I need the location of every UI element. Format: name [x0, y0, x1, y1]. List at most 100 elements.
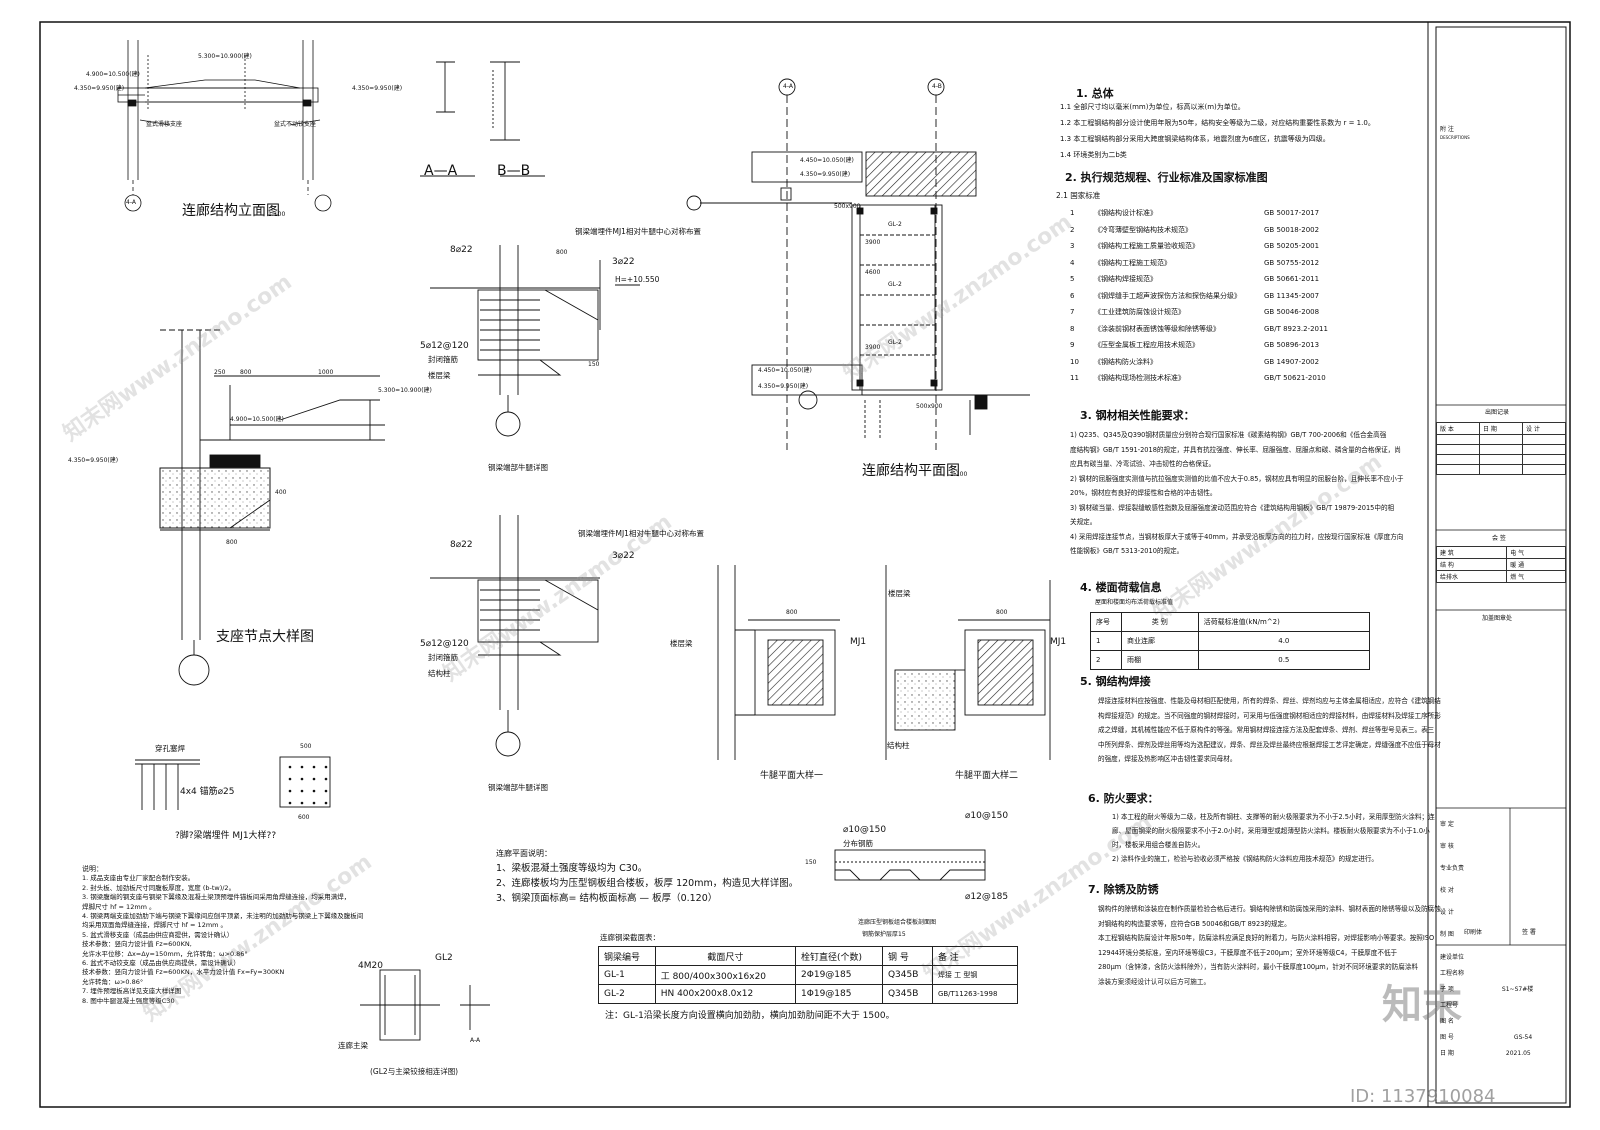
beam-table: 钢梁编号 截面尺寸 栓钉直径(个数) 钢 号 备 注 GL-1 工 800/40… — [598, 946, 1019, 1004]
deck-rebar: ⌀10@150 — [843, 825, 887, 835]
tb-stamp: 加盖图章处 — [1482, 615, 1513, 622]
note-item: 均采用双面角焊缝连接，焊脚尺寸 hf = 12mm 。 — [82, 921, 228, 930]
anchor-label: 4x4 锚筋⌀25 — [180, 787, 235, 797]
spec-text: 1. 总体 1.1 全部尺寸均以毫米(mm)为单位，标高以米(m)为单位。 1.… — [1060, 88, 1410, 161]
left-notes: 说明： 1. 成品支座由专业厂家配合制作安装。 2. 封头板、加劲板尺寸同腹板厚… — [82, 865, 363, 1006]
rebar-label: 3⌀22 — [612, 257, 635, 267]
standard-row: 6《钢焊缝手工超声波探伤方法和探伤结果分级》GB 11345-2007 — [1070, 291, 1319, 301]
plan-title: 连廊结构平面图 — [862, 463, 960, 479]
deck-title: 连廊压型钢板组合楼板剖面图 — [858, 919, 937, 926]
standard-row: 4《钢结构工程施工规范》GB 50755-2012 — [1070, 258, 1319, 268]
beam-label: GL-2 — [888, 339, 902, 346]
note-item: 焊脚尺寸 hf = 12mm 。 — [82, 902, 156, 911]
beam-label: GL-2 — [888, 281, 902, 288]
spec-line: 中所列焊条、焊剂及焊丝用等均为选配建议，焊条、焊丝及焊丝最终应根据焊接工艺评定确… — [1098, 740, 1441, 749]
table-header-row: 序号 类 别 活荷载标准值(kN/m^2) — [1090, 612, 1371, 632]
standard-code: GB 50896-2013 — [1264, 341, 1320, 349]
table-header: 钢 号 — [881, 946, 933, 966]
table-header-row: 版 本 日 期 设 计 — [1436, 422, 1566, 435]
corbel1-title: 牛腿平面大样一 — [760, 771, 824, 781]
title-block-lines — [1436, 404, 1566, 946]
approval-item: 制 图 — [1440, 931, 1454, 938]
standard-code: GB 50046-2008 — [1264, 308, 1320, 316]
standard-no: 8 — [1070, 324, 1075, 333]
load-table-caption: 屋面和楼面均布活荷载标准值 — [1095, 599, 1174, 606]
plug-weld-label: 穿孔塞焊 — [155, 744, 185, 753]
tb-sign-title: 会 签 — [1492, 535, 1506, 542]
table-cell: GL-2 — [598, 984, 656, 1004]
gl2-connection — [360, 969, 490, 1041]
bracket-b-detail — [430, 515, 600, 757]
standard-code: GB 50205-2001 — [1264, 242, 1320, 250]
table-cell: 结 构 — [1435, 558, 1508, 571]
table-cell: Q345B — [881, 984, 933, 1004]
spec-line: 1) Q235、Q345及Q390钢材质量应分别符合现行国家标准《碳素结构钢》G… — [1070, 431, 1387, 439]
tb-date-val: 2021.05 — [1505, 1050, 1531, 1057]
gl2-title: (GL2与主梁铰接相连详图) — [370, 1067, 459, 1076]
spec-line: 度结构钢》GB/T 1591-2018的规定，并具有抗拉强度、伸长率、屈服强度、… — [1070, 445, 1401, 454]
standard-code: GB 50755-2012 — [1264, 258, 1320, 267]
table-header: 钢梁编号 — [598, 946, 656, 966]
standard-no: 4 — [1070, 258, 1075, 267]
approval-list: 审 定 审 核 专业负责 校 对 设 计 制 图 — [1440, 814, 1464, 946]
level-label: 4.350=9.950(建) — [68, 457, 119, 464]
span: 4600 — [865, 269, 881, 276]
plan-notes-title: 连廊平面说明： — [496, 849, 552, 858]
table-cell: 焊接 工 型钢 — [931, 965, 1019, 985]
steel-text: 1) Q235、Q345及Q390钢材质量应分别符合现行国家标准《碳素结构钢》G… — [1070, 428, 1403, 559]
column-label: 结构柱 — [887, 741, 910, 750]
standard-row: 1《钢结构设计标准》GB 50017-2017 — [1070, 208, 1319, 218]
table-cell: 1 — [1090, 631, 1122, 651]
section-heading: 4. 楼面荷载信息 — [1080, 581, 1162, 594]
table-row: GL-2 HN 400x200x8.0x12 1Φ19@185 Q345B GB… — [598, 984, 1019, 1004]
table-cell: 雨棚 — [1121, 650, 1199, 670]
spec-line: 20%，钢材应有良好的焊接性和合格的冲击韧性。 — [1070, 489, 1217, 497]
approval-item: 专业负责 — [1440, 865, 1465, 872]
spec-line: 廊、屋面钢梁的耐火极限要求不小于2.0小时，采用薄型或超薄型防火涂料。楼板耐火极… — [1112, 827, 1430, 835]
weld-text: 焊接连接材料应按强度、性能及母材相匹配使用，所有的焊条、焊丝、焊剂均应与主体金属… — [1098, 694, 1441, 767]
tb-date: 日 期 — [1440, 1050, 1454, 1057]
table-cell: Q345B — [881, 965, 933, 985]
approval-item: 校 对 — [1440, 887, 1454, 894]
watermark-id: ID: 1137910084 — [1350, 1086, 1496, 1107]
fire-text: 1) 本工程的耐火等级为二级，柱及所有钢柱、支撑等的耐火极限要求为不小于2.5小… — [1112, 810, 1435, 866]
spec-line: 1.1 全部尺寸均以毫米(mm)为单位，标高以米(m)为单位。 — [1060, 103, 1245, 111]
spec-line: 3) 钢材碳当量、焊接裂缝敏感性指数及屈服强度波动范围应符合《建筑结构用钢板》G… — [1070, 503, 1395, 512]
elevation-drawing — [117, 40, 332, 212]
table-header: 活荷载标准值(kN/m^2) — [1197, 612, 1371, 632]
level-label: 4.900=10.500(建) — [230, 416, 284, 423]
standard-row: 3《钢结构工程施工质量验收规范》GB 50205-2001 — [1070, 241, 1319, 251]
plan-scale: 1:100 — [950, 471, 968, 478]
table-cell: 2Φ19@185 — [795, 965, 883, 985]
support-title: 支座节点大样图 — [216, 629, 314, 645]
standard-no: 1 — [1070, 209, 1075, 217]
note-item: 5. 盆式滑移支座（成品由供应商提供，需设计确认） — [82, 930, 234, 939]
dim: 500 — [300, 743, 312, 750]
main-beam-label: 连廊主梁 — [338, 1041, 368, 1050]
standard-no: 2 — [1070, 225, 1075, 234]
tb-client: 建设单位 — [1440, 954, 1465, 961]
note-item: 允许转角：ω>0.86° — [82, 977, 144, 986]
table-cell: 燃 气 — [1506, 570, 1566, 583]
table-cell: HN 400x200x8.0x12 — [654, 984, 797, 1004]
spec-line: 应具有碳当量、冷弯试验、冲击韧性的合格保证。 — [1070, 460, 1216, 468]
level-label: 4.350=9.950(建) — [800, 171, 851, 178]
dim: 800 — [786, 609, 798, 616]
table-cell: 暖 通 — [1506, 558, 1566, 571]
table-header: 类 别 — [1121, 612, 1199, 632]
spec-line: 的强度，焊接及热影响区冲击韧性要求同母材。 — [1098, 755, 1237, 763]
tb-subitem-val: S1~S7#楼 — [1501, 986, 1534, 993]
elevation-mark: H=+10.550 — [615, 275, 660, 284]
mj1-label: MJ1 — [850, 637, 867, 647]
beam-table-title: 连廊钢梁截面表： — [600, 933, 660, 942]
approval-item: 审 定 — [1440, 821, 1454, 828]
note-item: 1. 成品支座由专业厂家配合制作安装。 — [82, 874, 195, 883]
gl2-label: GL2 — [435, 953, 453, 963]
standard-no: 9 — [1070, 341, 1075, 349]
mj1-label: MJ1 — [1050, 637, 1067, 647]
beam-table-note: 注：GL-1沿梁长度方向设置横向加劲肋，横向加劲肋间距不大于 1500。 — [605, 1011, 895, 1021]
plan-note: 2、连廊楼板均为压型钢板组合楼板，板厚 120mm，构造见大样详图。 — [496, 878, 799, 889]
